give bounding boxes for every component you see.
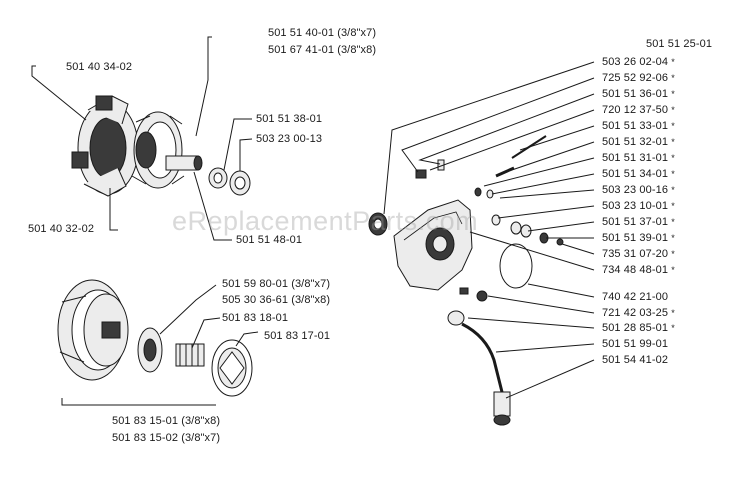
clutch-assembly [71,95,251,197]
part-label: 734 48 48-01 * [602,264,675,276]
part-label: 503 26 02-04 * [602,56,675,68]
part-label: 501 51 31-01 * [602,152,675,164]
part-label: 503 23 00-13 [256,133,323,145]
part-label: 501 51 32-01 * [602,136,675,148]
part-label: 501 51 40-01 (3/8"x7) [268,27,377,39]
part-label: 501 54 41-02 [602,354,669,366]
part-label: 501 83 15-01 (3/8"x8) [112,415,221,427]
part-label: 501 51 36-01 * [602,88,675,100]
part-label: 725 52 92-06 * [602,72,675,84]
part-label: 501 83 17-01 [264,330,331,342]
part-label: 501 51 48-01 [236,234,303,246]
drum-sprocket-assembly [57,279,253,397]
part-label: 501 59 80-01 (3/8"x7) [222,278,331,290]
part-label: 501 51 33-01 * [602,120,675,132]
part-label: 501 83 15-02 (3/8"x7) [112,432,221,444]
part-label: 501 28 85-01 * [602,322,675,334]
part-label: 501 40 32-02 [28,223,95,235]
part-label: 720 12 37-50 * [602,104,675,116]
part-label: 501 51 37-01 * [602,216,675,228]
assembly-number: 501 51 25-01 [646,38,713,50]
part-label: 740 42 21-00 [602,291,669,303]
part-label: 501 51 39-01 * [602,232,675,244]
part-label: 501 40 34-02 [66,61,133,73]
part-label: 503 23 10-01 * [602,200,675,212]
part-label: 505 30 36-61 (3/8"x8) [222,294,331,306]
watermark: eReplacementParts.com [172,206,479,236]
cover-assembly [368,135,564,426]
part-label: 735 31 07-20 * [602,248,675,260]
part-label: 501 67 41-01 (3/8"x8) [268,44,377,56]
part-label: 503 23 00-16 * [602,184,675,196]
part-label: 501 51 99-01 [602,338,669,350]
part-label: 721 42 03-25 * [602,307,675,319]
part-label: 501 51 38-01 [256,113,323,125]
part-label: 501 51 34-01 * [602,168,675,180]
part-label: 501 83 18-01 [222,312,289,324]
